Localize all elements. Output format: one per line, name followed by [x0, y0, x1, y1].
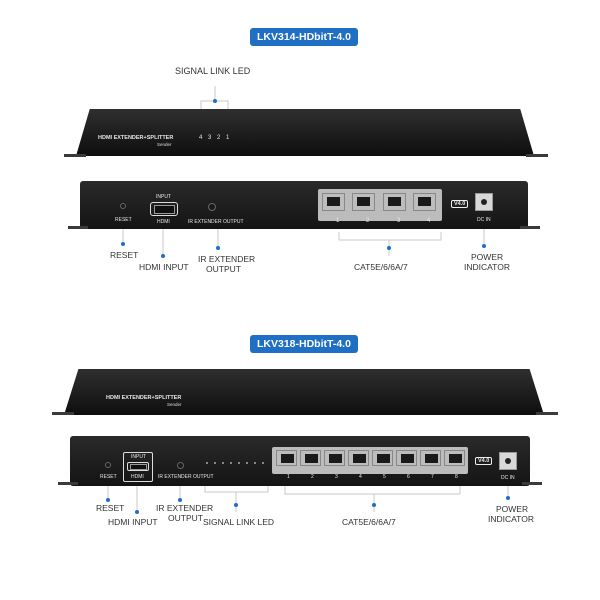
callout-power-top-line1: POWER [471, 252, 504, 262]
rj45-port-1[interactable] [322, 193, 345, 211]
input-label-bottom: INPUT [131, 454, 146, 460]
mount-foot-right [536, 412, 558, 415]
rj45-port-4[interactable] [348, 450, 369, 466]
rj45-port-4[interactable] [413, 193, 436, 211]
reset-label-top: RESET [115, 217, 132, 223]
rj45-port-3[interactable] [383, 193, 406, 211]
rj45-port-2[interactable] [352, 193, 375, 211]
hdmi-port-bottom[interactable] [127, 462, 149, 471]
hdmi-label-bottom: HDMI [131, 474, 144, 480]
callout-reset-bottom: RESET [96, 503, 125, 513]
mount-foot-left [64, 154, 86, 157]
mount-foot-left [52, 412, 74, 415]
rj45-port-7[interactable] [420, 450, 441, 466]
port-number: 2 [366, 218, 370, 224]
dc-in-label-bottom: DC IN [501, 475, 515, 481]
port-number: 6 [407, 474, 410, 480]
hdmi-port-frame-bottom [123, 452, 153, 482]
signal-led-2 [214, 462, 216, 464]
port-number: 3 [335, 474, 338, 480]
front-led-4: 4 [199, 135, 203, 141]
front-logo-top: HDMI EXTENDER+SPLITTER [98, 135, 174, 141]
rj45-port-6[interactable] [396, 450, 417, 466]
callout-hdmi-input-top: HDMI INPUT [139, 262, 189, 272]
callout-cat-bottom: CAT5E/6/6A/7 [342, 517, 396, 527]
hdmi-label-top: HDMI [157, 219, 170, 225]
rj45-port-2[interactable] [300, 450, 321, 466]
front-logo-bottom: HDMI EXTENDER+SPLITTER [106, 395, 182, 401]
port-number: 7 [431, 474, 434, 480]
signal-led-3 [222, 462, 224, 464]
port-number: 4 [427, 218, 431, 224]
callout-signal-link-led-bottom: SIGNAL LINK LED [203, 517, 275, 527]
front-led-2: 2 [217, 135, 221, 141]
reset-label-bottom: RESET [100, 474, 117, 480]
port-number: 3 [397, 218, 401, 224]
ir-label-top: IR EXTENDER OUTPUT [188, 219, 244, 225]
hdmi-port-top[interactable] [150, 202, 178, 216]
dc-in-label-top: DC IN [477, 217, 491, 223]
model-tag-lkv314: LKV314-HDbitT-4.0 [250, 28, 358, 46]
callout-signal-link-led-top: SIGNAL LINK LED [175, 66, 251, 76]
mount-foot-right [520, 226, 540, 229]
port-number: 1 [287, 474, 290, 480]
front-led-1: 1 [226, 135, 230, 141]
version-badge-top: V4.0 [451, 200, 469, 208]
mount-foot-left [58, 482, 78, 485]
mount-foot-right [522, 482, 542, 485]
callout-ir-top-line1: IR EXTENDER [198, 254, 256, 264]
callout-ir-bottom-line1: IR EXTENDER [156, 503, 214, 513]
signal-led-4 [230, 462, 232, 464]
port-number: 1 [336, 218, 340, 224]
rj45-port-3[interactable] [324, 450, 345, 466]
reset-button-top[interactable] [120, 203, 126, 209]
signal-led-8 [262, 462, 264, 464]
dc-in-port-bottom[interactable] [499, 452, 517, 470]
port-number: 2 [311, 474, 314, 480]
front-led-3: 3 [208, 135, 212, 141]
lkv318-front-panel [64, 369, 544, 415]
port-number: 8 [455, 474, 458, 480]
callout-ir-top-line2: OUTPUT [206, 264, 241, 274]
callout-reset-top: RESET [110, 250, 139, 260]
front-sub-top: Sender [157, 142, 172, 147]
version-badge-bottom: V4.0 [475, 457, 493, 465]
signal-led-5 [238, 462, 240, 464]
callout-hdmi-input-bottom: HDMI INPUT [108, 517, 158, 527]
signal-led-6 [246, 462, 248, 464]
callout-ir-bottom-line2: OUTPUT [168, 513, 203, 523]
callout-power-bottom-line2: INDICATOR [488, 514, 534, 524]
ir-label-bottom: IR EXTENDER OUTPUT [158, 474, 214, 480]
callout-power-bottom-line1: POWER [496, 504, 529, 514]
front-sub-bottom: Sender [167, 402, 182, 407]
callout-power-top-line2: INDICATOR [464, 262, 510, 272]
mount-foot-left [68, 226, 88, 229]
port-number: 5 [383, 474, 386, 480]
rj45-port-1[interactable] [276, 450, 297, 466]
signal-led-7 [254, 462, 256, 464]
mount-foot-right [526, 154, 548, 157]
model-tag-lkv318: LKV318-HDbitT-4.0 [250, 335, 358, 353]
dc-in-port-top[interactable] [475, 193, 493, 211]
rj45-port-5[interactable] [372, 450, 393, 466]
input-label-top: INPUT [156, 194, 171, 200]
ir-output-jack-top[interactable] [208, 203, 216, 211]
rj45-port-8[interactable] [444, 450, 465, 466]
port-number: 4 [359, 474, 362, 480]
signal-led-1 [206, 462, 208, 464]
lkv314-front-panel [76, 109, 534, 156]
reset-button-bottom[interactable] [105, 462, 111, 468]
ir-output-jack-bottom[interactable] [177, 462, 184, 469]
callout-cat-top: CAT5E/6/6A/7 [354, 262, 408, 272]
